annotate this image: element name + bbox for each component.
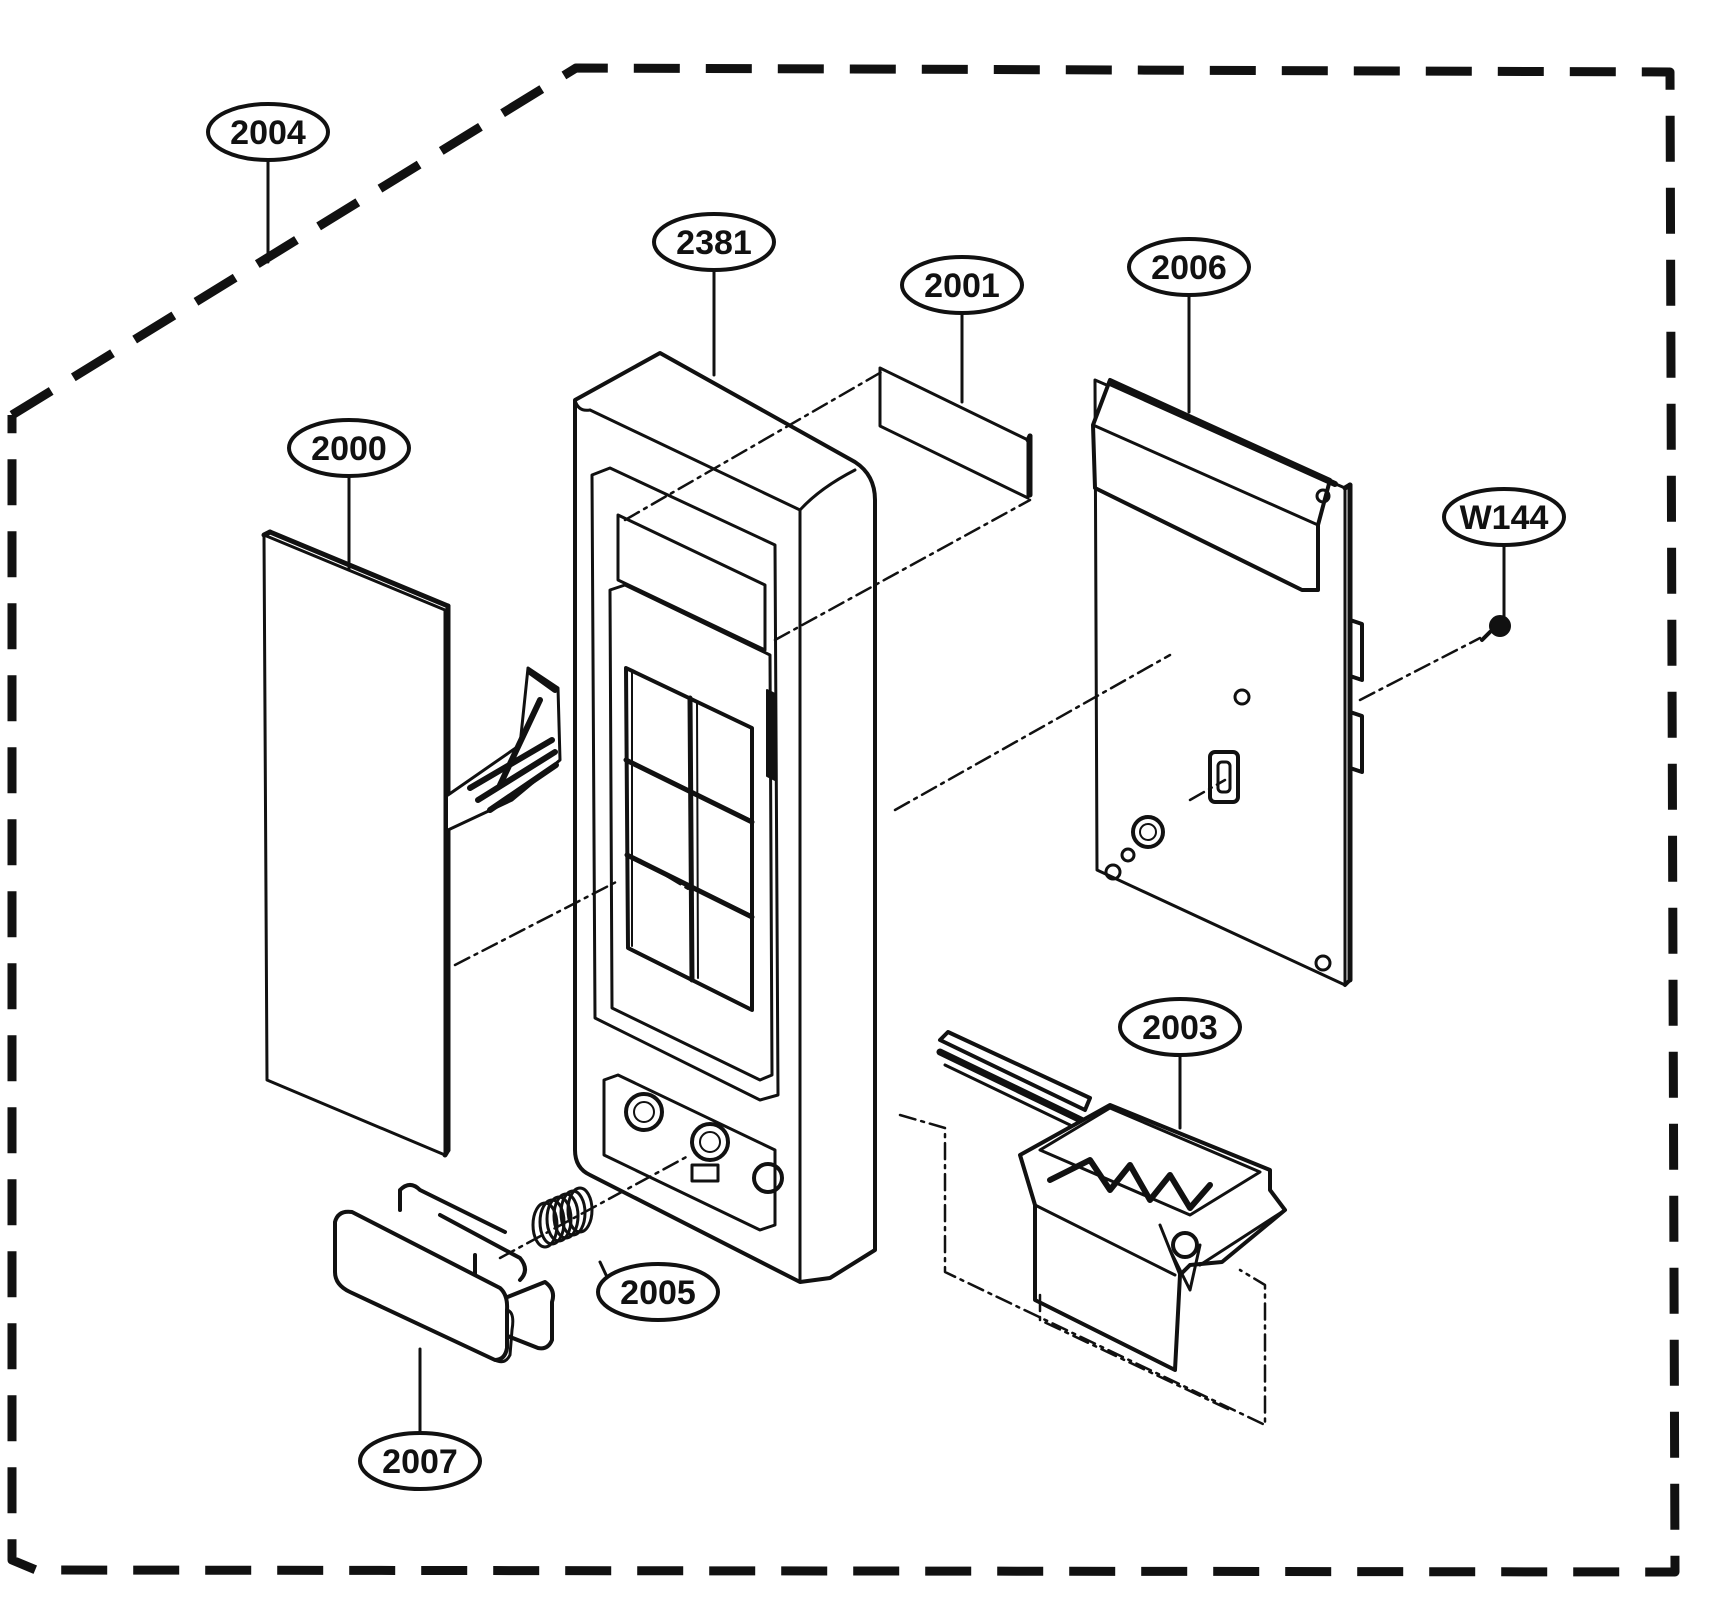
part-2000-membrane-panel <box>261 529 562 1158</box>
callout-2003: 2003 <box>1118 997 1242 1057</box>
callout-2000: 2000 <box>287 418 411 478</box>
callout-2381-label: 2381 <box>676 224 752 262</box>
callout-2006-label: 2006 <box>1151 249 1227 287</box>
callout-2005: 2005 <box>596 1262 720 1322</box>
part-2381-control-panel-frame <box>573 351 877 1284</box>
callout-2001: 2001 <box>900 255 1024 315</box>
leader-lines <box>266 159 1506 1438</box>
part-2005-spring <box>531 1186 594 1249</box>
assembly-guide-lines <box>453 368 1482 1427</box>
part-2001-display-filter <box>878 366 1033 500</box>
callout-w144: W144 <box>1442 487 1566 547</box>
part-2006-pcb <box>1091 378 1364 987</box>
callout-2004-label: 2004 <box>230 114 306 152</box>
callout-2007-label: 2007 <box>382 1443 458 1481</box>
callout-2005-label: 2005 <box>620 1274 696 1312</box>
part-2003-latch-lever <box>936 1030 1287 1372</box>
callout-2004: 2004 <box>206 102 330 162</box>
part-w144-screw <box>1480 615 1511 642</box>
callout-2381: 2381 <box>652 212 776 272</box>
callout-2001-label: 2001 <box>924 267 1000 305</box>
callout-2007: 2007 <box>358 1431 482 1491</box>
part-2007-push-button <box>333 1183 556 1364</box>
callout-2003-label: 2003 <box>1142 1009 1218 1047</box>
callout-2000-label: 2000 <box>311 430 387 468</box>
callout-2006: 2006 <box>1127 237 1251 297</box>
assembly-boundary <box>7 63 1680 1577</box>
callout-w144-label: W144 <box>1460 499 1549 537</box>
